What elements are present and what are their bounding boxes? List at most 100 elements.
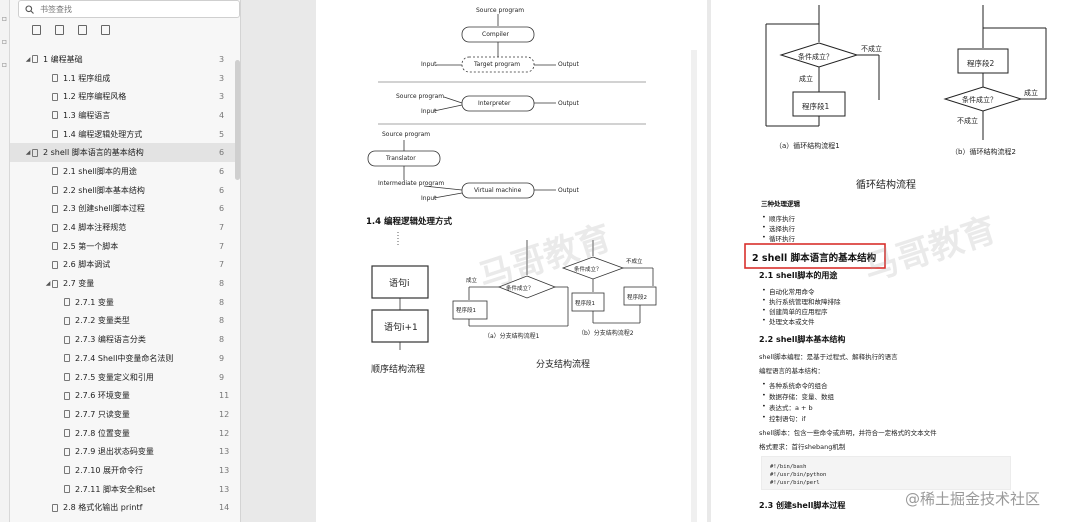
three-item-2: 选择执行	[762, 223, 795, 233]
bookmark-page-number: 7	[219, 241, 225, 251]
bookmark-label: 2.7.4 Shell中变量命名法则	[75, 353, 174, 363]
bookmark-item[interactable]: 2.4 脚本注释规范 7	[10, 218, 240, 237]
bookmark-page-icon	[64, 429, 70, 438]
compiler-source-label: Source program	[476, 7, 525, 14]
loop-a-no: 不成立	[861, 45, 882, 53]
struct-item-4: 控制语句：if	[762, 413, 806, 423]
bookmark-page-icon	[64, 335, 70, 344]
code-line: #!/usr/bin/perl	[770, 480, 820, 486]
bookmark-page-icon	[52, 130, 58, 139]
bookmark-page-icon	[52, 242, 58, 251]
annotation-tool-icon[interactable]: ▫	[1, 60, 8, 69]
chevron-down-icon[interactable]: ◢	[25, 149, 31, 157]
h3-create-script: 2.3 创建shell脚本过程	[759, 501, 846, 510]
bookmark-label: 1 编程基础	[43, 54, 83, 64]
bookmark-search[interactable]	[18, 0, 240, 18]
pdf-page-right: 条件成立？ 不成立 成立 程序段1 （a）循环结构流程1 程序段2 条件成立？ …	[711, 0, 1080, 522]
intermediate-label: Intermediate program	[378, 180, 445, 187]
interp-source-label: Source program	[396, 93, 445, 100]
compiler-output-label: Output	[558, 61, 579, 68]
interp-output-label: Output	[558, 100, 579, 107]
bookmark-page-icon	[52, 279, 58, 288]
expand-all-icon[interactable]	[32, 25, 41, 35]
bookmark-page-number: 8	[219, 335, 225, 345]
bookmark-label: 2.7.3 编程语言分类	[75, 335, 146, 345]
bookmark-label: 2.4 脚本注释规范	[63, 223, 127, 233]
bookmark-item[interactable]: 2.7.3 编程语言分类 8	[10, 330, 240, 349]
bookmark-item[interactable]: 2.7.7 只读变量 12	[10, 405, 240, 424]
bookmark-page-number: 8	[219, 279, 225, 289]
bookmark-page-icon	[52, 503, 58, 512]
three-item-3: 循环执行	[762, 233, 795, 243]
vm-source-label: Source program	[382, 131, 431, 138]
bookmark-page-number: 12	[219, 409, 230, 419]
seq-caption: 顺序结构流程	[371, 365, 426, 375]
page2-diagrams	[744, 5, 1047, 269]
bookmark-page-icon	[52, 167, 58, 176]
chevron-down-icon[interactable]: ◢	[25, 55, 31, 63]
bookmark-page-number: 6	[219, 204, 225, 214]
interp-input-label: Input	[421, 108, 437, 115]
para-shell-script: shell脚本：包含一些命令或声明，并符合一定格式的文本文件	[759, 429, 937, 437]
compiler-input-label: Input	[421, 61, 437, 68]
loop-caption: 循环结构流程	[856, 180, 916, 191]
use-item-1: 自动化常用命令	[762, 286, 814, 296]
bookmark-toolbar	[32, 25, 110, 35]
bookmark-tool-icon[interactable]: ▫	[1, 37, 8, 46]
bookmark-page-number: 6	[219, 148, 225, 158]
bookmark-page-icon	[64, 447, 70, 456]
branch-b-block2: 程序段2	[627, 295, 647, 301]
sidebar-scrollbar[interactable]	[235, 60, 240, 180]
add-bookmark-icon[interactable]	[78, 25, 87, 35]
compiler-node: Compiler	[482, 31, 510, 38]
bookmark-label: 2.2 shell脚本基本结构	[63, 185, 145, 195]
para-format: 格式要求：首行shebang机制	[759, 443, 846, 451]
bookmark-label: 1.3 编程语言	[63, 110, 111, 120]
bookmark-page-number: 8	[219, 316, 225, 326]
section-1-4-heading: 1.4 编程逻辑处理方式	[366, 217, 453, 227]
bookmark-item[interactable]: 2.7.2 变量类型 8	[10, 312, 240, 331]
bookmark-page-icon	[52, 111, 58, 120]
thumb-tool-icon[interactable]: ▫	[1, 14, 8, 23]
bookmark-icon[interactable]	[101, 25, 110, 35]
site-watermark: @稀土掘金技术社区	[905, 490, 1041, 508]
bookmark-page-number: 13	[219, 447, 230, 457]
bookmark-label: 2.7.7 只读变量	[75, 409, 130, 419]
loop-b-no: 不成立	[957, 117, 978, 125]
bookmark-page-number: 7	[219, 223, 225, 233]
stmt-i-plus-1: 语句i+1	[384, 323, 418, 333]
bookmark-page-icon	[52, 92, 58, 101]
loop-b-yes: 成立	[1024, 89, 1038, 97]
vm-input-label: Input	[421, 195, 437, 202]
bookmark-page-number: 14	[219, 503, 230, 513]
page1-diagrams	[367, 14, 697, 522]
collapse-all-icon[interactable]	[55, 25, 64, 35]
bookmark-page-number: 13	[219, 484, 230, 494]
bookmark-label: 2.7.2 变量类型	[75, 316, 130, 326]
chevron-down-icon[interactable]: ◢	[45, 280, 51, 288]
search-input[interactable]	[40, 4, 220, 14]
use-item-2: 执行系统管理和故障排除	[762, 296, 840, 306]
